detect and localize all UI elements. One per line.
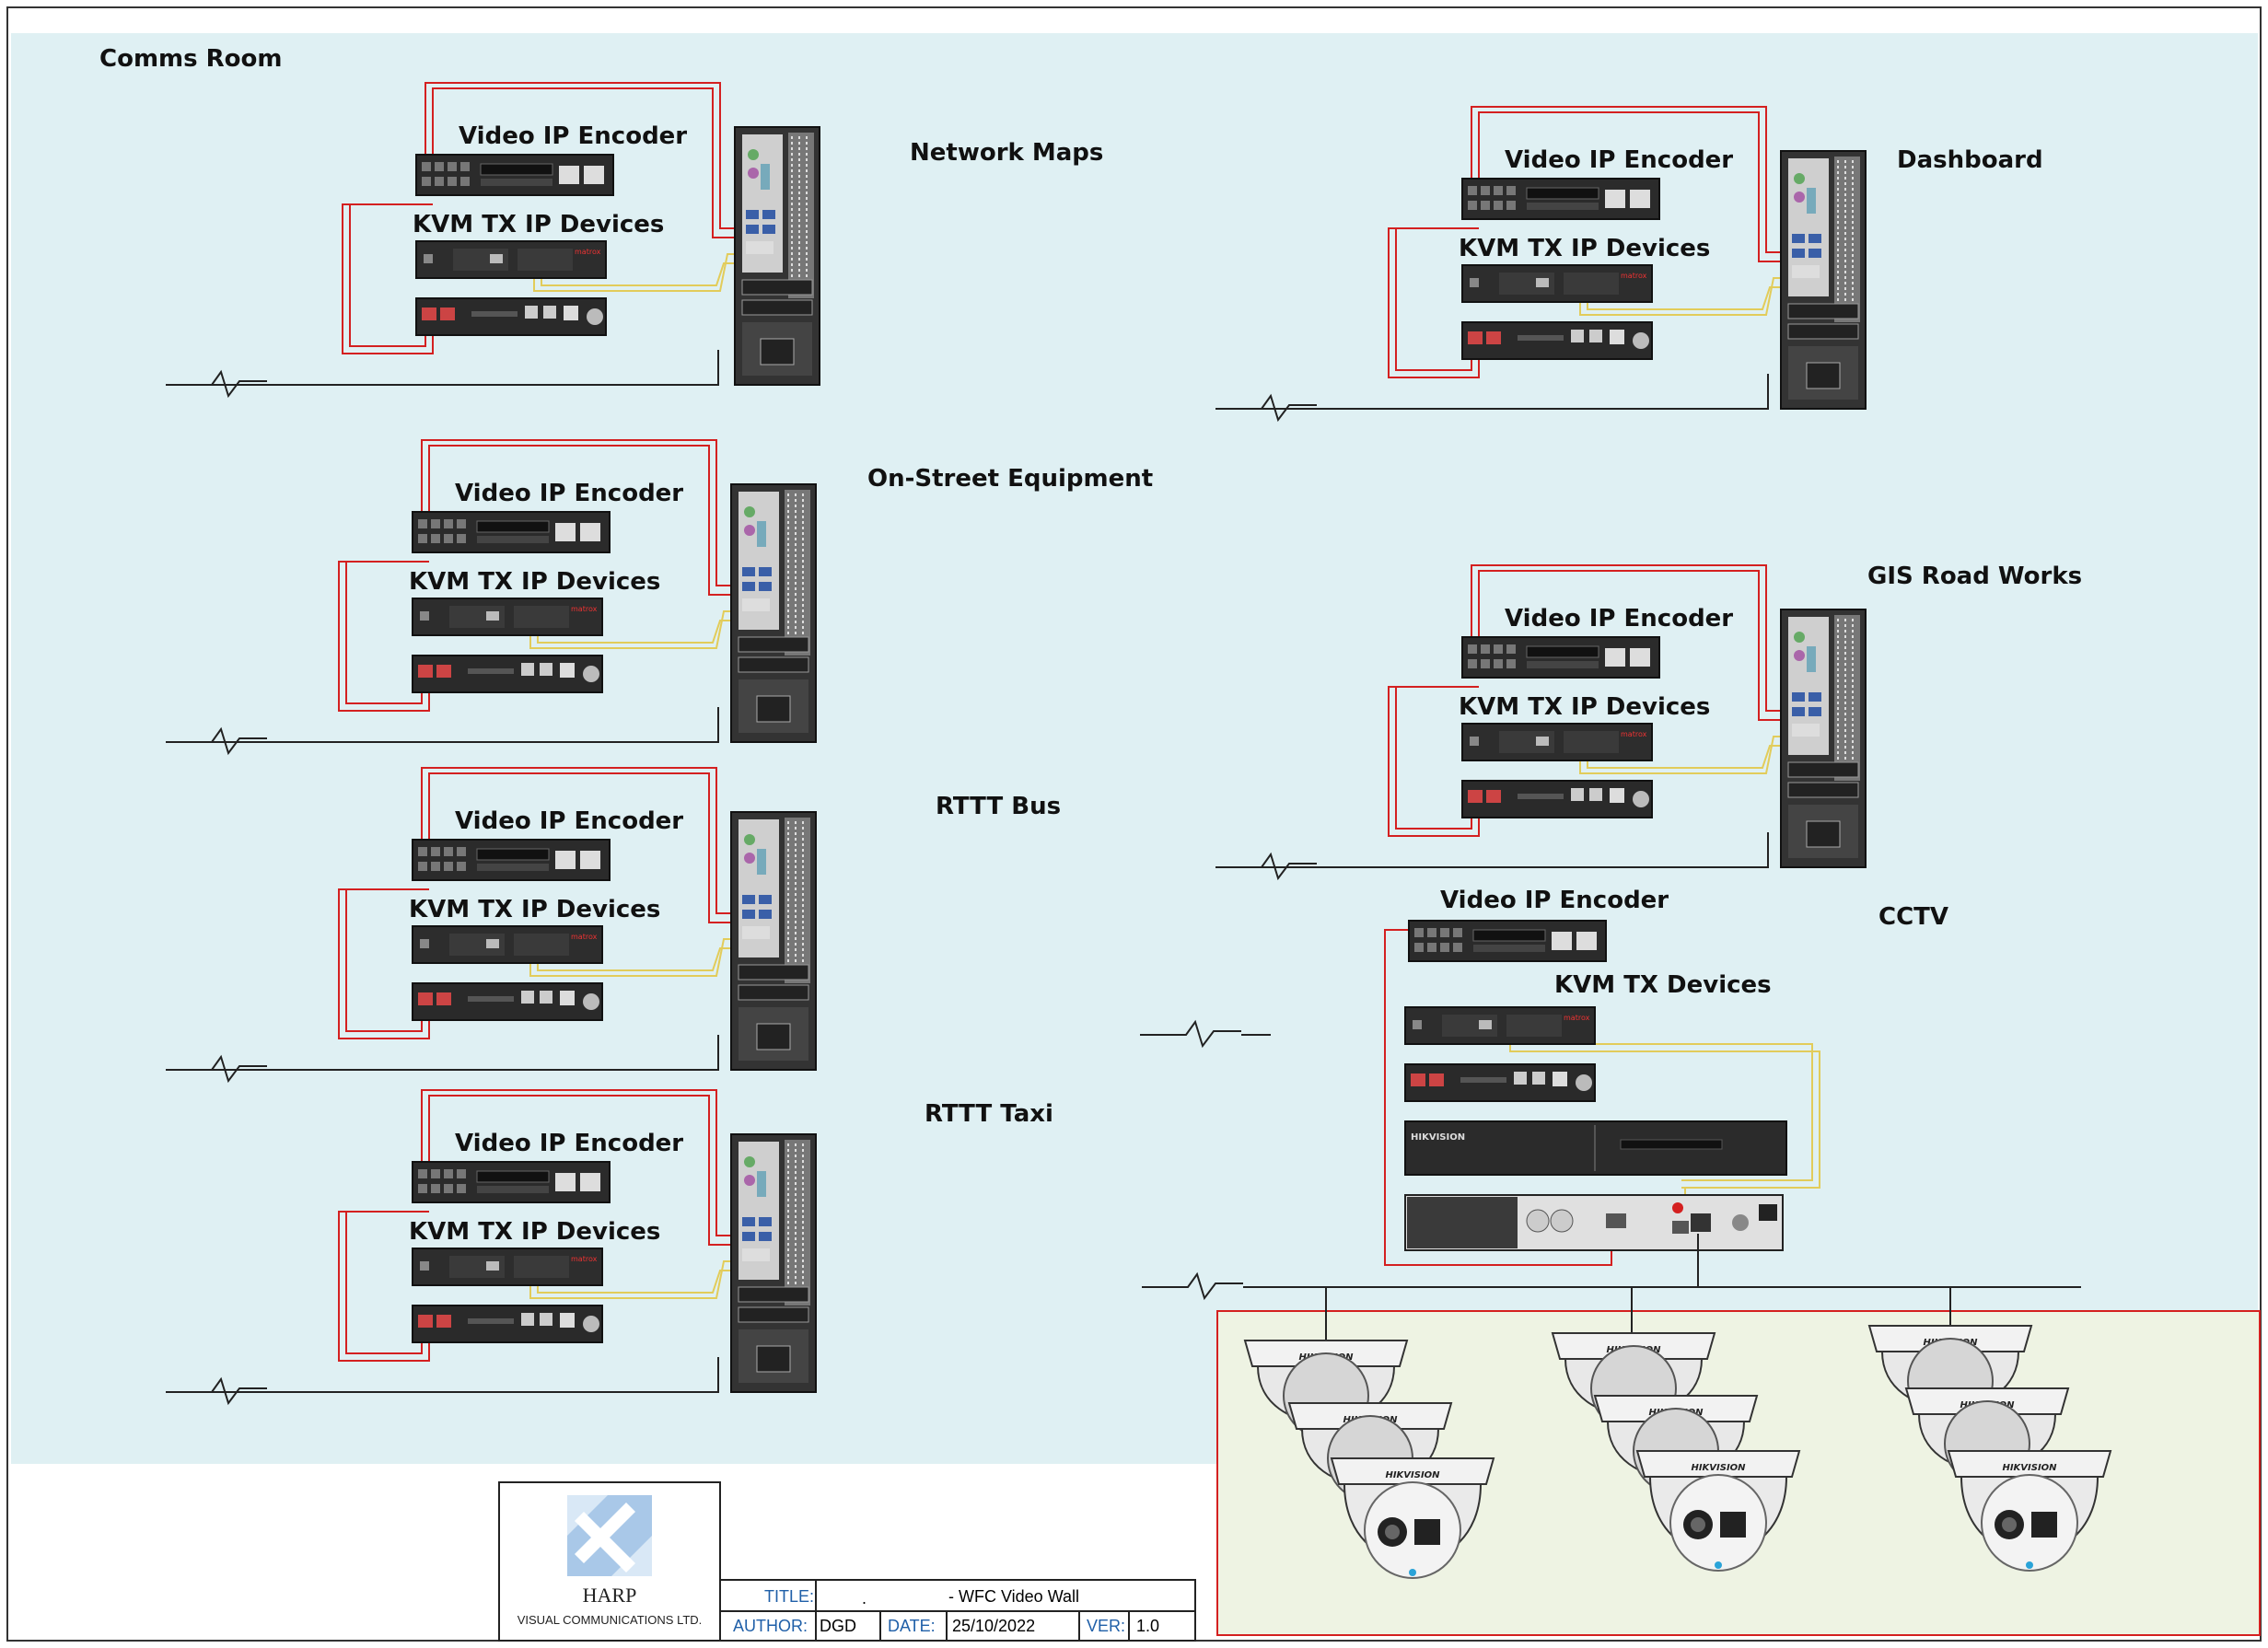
- cctv-kvm-label: KVM TX Devices: [1554, 971, 1772, 999]
- group-rttt-bus: Video IP Encoder KVM TX IP Devices RTTT …: [165, 767, 1061, 1082]
- camera-group-2: [1552, 1287, 1800, 1572]
- kvm-label: KVM TX IP Devices: [409, 896, 660, 923]
- cctv-title: CCTV: [1878, 903, 1948, 931]
- kvm-label: KVM TX IP Devices: [409, 1218, 660, 1246]
- group-rttt-taxi: Video IP Encoder KVM TX IP Devices RTTT …: [165, 1089, 1053, 1404]
- group-cctv: CCTV Video IP Encoder KVM TX Devices HIK…: [1139, 887, 2081, 1299]
- group-on-street-equipment: Video IP Encoder KVM TX IP Devices On-St…: [165, 439, 1153, 754]
- author-key: AUTHOR:: [733, 1617, 808, 1635]
- group-title: Dashboard: [1897, 146, 2043, 174]
- group-dashboard: Video IP Encoder KVM TX IP Devices Dashb…: [1215, 106, 2043, 421]
- encoder-label: Video IP Encoder: [1505, 146, 1733, 174]
- ver-value: 1.0: [1136, 1617, 1159, 1635]
- group-title: Network Maps: [910, 139, 1103, 167]
- date-key: DATE:: [888, 1617, 936, 1635]
- company-name: HARP: [583, 1584, 637, 1607]
- group-title: On-Street Equipment: [867, 465, 1153, 493]
- comms-room-area: [11, 33, 2258, 1464]
- author-value: DGD: [820, 1617, 856, 1635]
- comms-room-label: Comms Room: [99, 45, 283, 73]
- company-subtitle: VISUAL COMMUNICATIONS LTD.: [518, 1613, 703, 1627]
- camera-group-3: [1868, 1287, 2111, 1572]
- camera-group-1: [1244, 1287, 1495, 1579]
- date-value: 25/10/2022: [952, 1617, 1035, 1635]
- harp-logo-icon: [567, 1495, 652, 1576]
- ver-key: VER:: [1087, 1617, 1125, 1635]
- group-title: GIS Road Works: [1867, 563, 2082, 590]
- group-gis-road-works: Video IP Encoder KVM TX IP Devices GIS R…: [1215, 563, 2082, 879]
- kvm-label: KVM TX IP Devices: [1459, 693, 1710, 721]
- group-title: RTTT Bus: [936, 793, 1061, 820]
- kvm-label: KVM TX IP Devices: [409, 568, 660, 596]
- title-block: HARP VISUAL COMMUNICATIONS LTD. TITLE: .…: [498, 1481, 1196, 1642]
- cctv-encoder-label: Video IP Encoder: [1440, 887, 1669, 914]
- title-value: - WFC Video Wall: [948, 1587, 1079, 1606]
- title-dot: .: [862, 1589, 866, 1607]
- encoder-label: Video IP Encoder: [1505, 605, 1733, 633]
- encoder-label: Video IP Encoder: [455, 480, 683, 507]
- title-key: TITLE:: [764, 1587, 814, 1606]
- kvm-label: KVM TX IP Devices: [413, 211, 664, 238]
- group-network-maps: Video IP Encoder KVM TX IP Devices Netwo…: [165, 82, 1103, 397]
- kvm-label: KVM TX IP Devices: [1459, 235, 1710, 262]
- encoder-label: Video IP Encoder: [455, 807, 683, 835]
- group-title: RTTT Taxi: [925, 1100, 1053, 1128]
- encoder-label: Video IP Encoder: [459, 122, 687, 150]
- encoder-label: Video IP Encoder: [455, 1130, 683, 1157]
- nvr-brand: HIKVISION: [1411, 1132, 1465, 1143]
